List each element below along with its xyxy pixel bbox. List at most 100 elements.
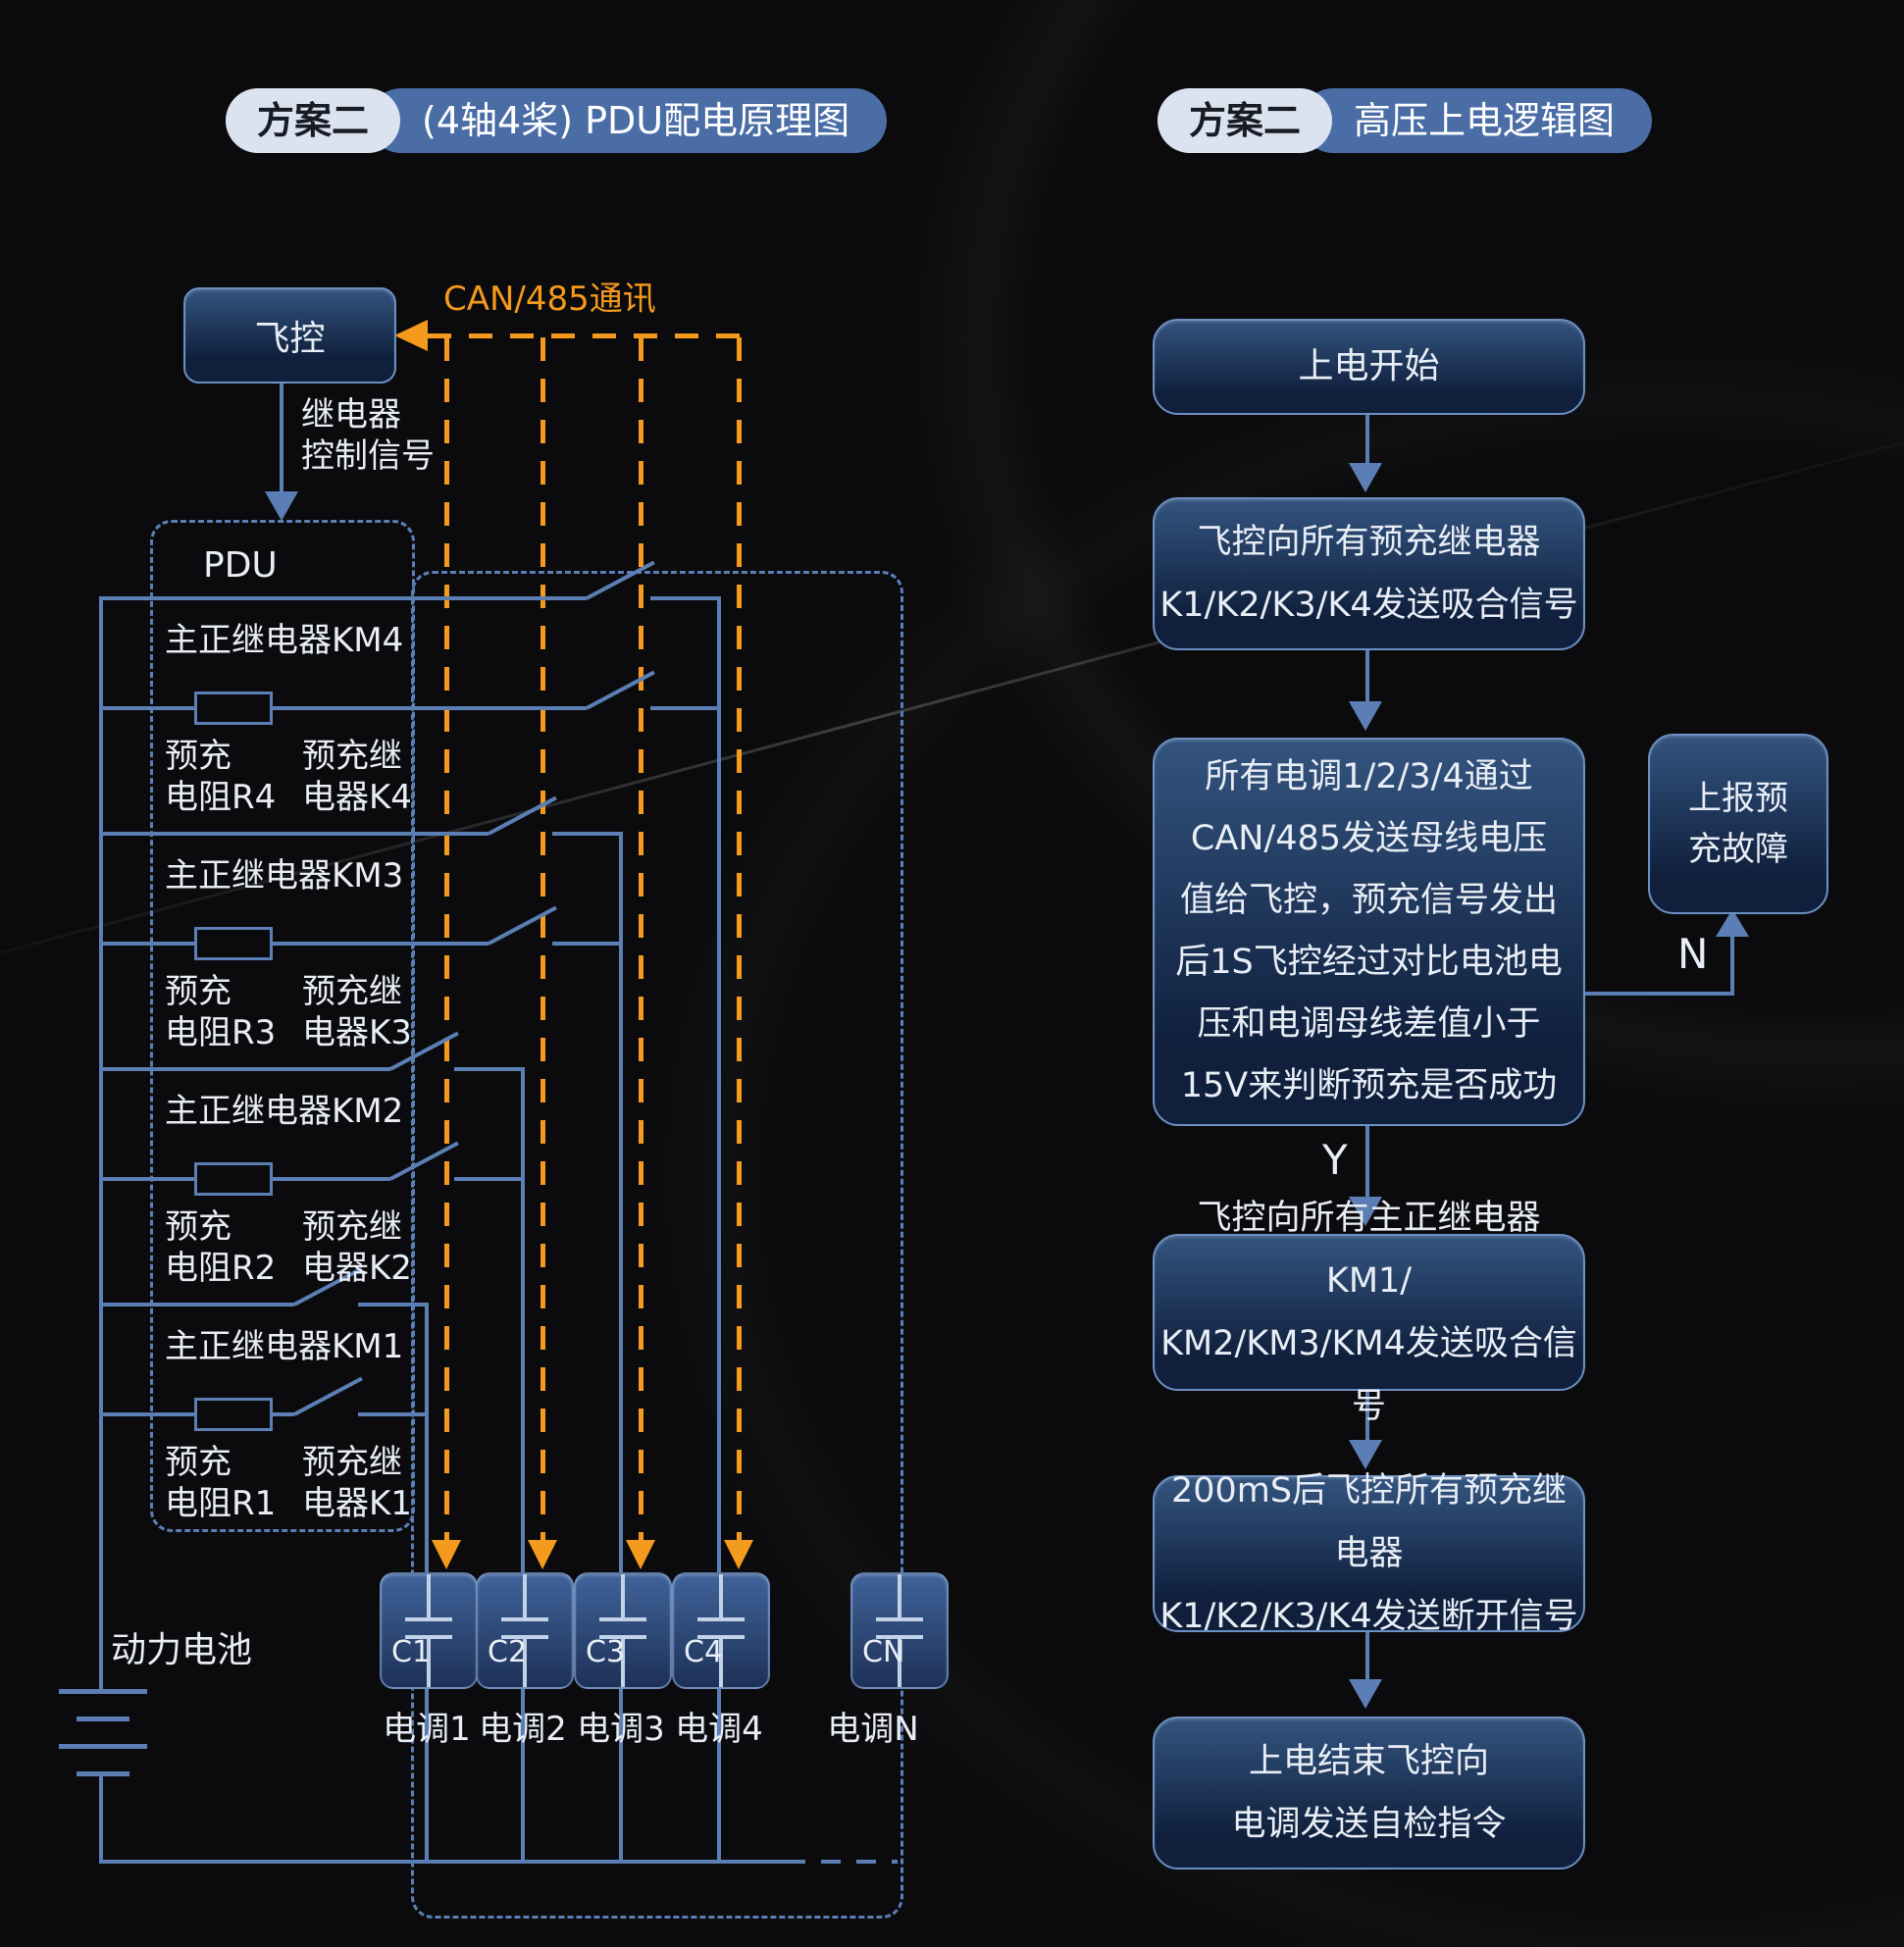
flow-step-text-line1: 所有电调1/2/3/4通过 — [1205, 757, 1533, 796]
flow-step-text: 上电开始 — [1298, 346, 1440, 386]
k3-label-line1: 预充继 — [302, 972, 402, 1011]
esc3-column-wire — [619, 832, 623, 1864]
r1-wire-out — [358, 1412, 429, 1416]
esc1-label: 电调1 — [383, 1710, 471, 1749]
battery-label: 动力电池 — [111, 1630, 253, 1670]
flow-step-report-precharge-fault: 上报预 充故障 — [1648, 734, 1828, 914]
can-line-esc3 — [639, 337, 643, 1540]
bottom-return-bus — [99, 1860, 786, 1864]
k1-label-line2: 电器K1 — [302, 1484, 412, 1523]
left-title-badge: 方案二 — [226, 88, 401, 153]
capacitor-plate-icon — [697, 1635, 745, 1639]
flow-step-text-line2: 电调发送自检指令 — [1231, 1805, 1507, 1844]
r4-resistor-icon — [194, 692, 273, 725]
r4-wire-mid — [273, 706, 587, 710]
k3-label: 预充继 电器K3 — [302, 971, 412, 1053]
flow-step-power-on-complete: 上电结束飞控向 电调发送自检指令 — [1153, 1716, 1585, 1870]
capacitor-lead-icon — [427, 1574, 431, 1617]
esc3-capacitor-box: C3 — [574, 1572, 672, 1689]
flow-step-text-line1: 200mS后飞控所有预充继电器 — [1170, 1471, 1568, 1573]
capacitor-plate-icon — [876, 1635, 923, 1639]
capacitor-lead-icon — [523, 1639, 527, 1687]
flow-step-text-line1: 飞控向所有主正继电器KM1/ — [1197, 1199, 1541, 1301]
right-title-text: 高压上电逻辑图 — [1301, 88, 1653, 153]
r4-label: 预充 电阻R4 — [165, 736, 276, 818]
capacitor-label: C2 — [488, 1635, 528, 1669]
can-arrow-down-icon-3 — [626, 1540, 655, 1569]
can-485-label: CAN/485通讯 — [443, 280, 656, 319]
capacitor-plate-icon — [876, 1617, 923, 1621]
km3-wire-out — [552, 832, 623, 836]
capacitor-label: C1 — [391, 1635, 432, 1669]
flow-step-text-line4: 后1S飞控经过对比电池电 — [1175, 943, 1563, 982]
pdu-label: PDU — [203, 545, 278, 586]
r3-label: 预充 电阻R3 — [165, 971, 276, 1053]
capacitor-lead-icon — [719, 1639, 723, 1687]
esc1-capacitor-box: C1 — [380, 1572, 478, 1689]
r4-wire-in — [101, 706, 194, 710]
bottom-return-bus-dashed — [786, 1860, 898, 1864]
r2-wire-in — [101, 1177, 194, 1181]
flow-step-precharge-check: 所有电调1/2/3/4通过 CAN/485发送母线电压 值给飞控，预充信号发出 … — [1153, 738, 1585, 1126]
fault-text-line1: 上报预 — [1688, 779, 1788, 818]
capacitor-lead-icon — [719, 1574, 723, 1617]
battery-plate-long-1 — [59, 1689, 147, 1694]
esc4-column-wire — [717, 596, 721, 1864]
r1-label-line1: 预充 — [165, 1443, 232, 1482]
capacitor-lead-icon — [898, 1574, 901, 1617]
flow-arrow-icon-1 — [1349, 463, 1382, 492]
battery-plate-long-2 — [59, 1744, 147, 1749]
capacitor-lead-icon — [621, 1639, 625, 1687]
left-title-text: (4轴4桨) PDU配电原理图 — [369, 88, 888, 153]
km2-label: 主正继电器KM2 — [165, 1092, 404, 1131]
r3-label-line2: 电阻R3 — [165, 1013, 277, 1052]
capacitor-plate-icon — [405, 1635, 452, 1639]
flow-no-label: N — [1677, 930, 1709, 978]
r2-label-line1: 预充 — [165, 1207, 232, 1247]
k4-label: 预充继 电器K4 — [302, 736, 412, 818]
km1-wire — [101, 1303, 294, 1307]
capacitor-lead-icon — [621, 1574, 625, 1617]
r3-wire-out — [552, 942, 623, 946]
can-arrow-down-icon-2 — [528, 1540, 557, 1569]
esc3-label: 电调3 — [577, 1710, 665, 1749]
relay-signal-label-line2: 控制信号 — [301, 436, 435, 476]
right-title: 方案二 高压上电逻辑图 — [1158, 88, 1653, 153]
esc2-capacitor-box: C2 — [476, 1572, 574, 1689]
k4-label-line2: 电器K4 — [302, 778, 412, 817]
flow-step-text-line1: 飞控向所有预充继电器 — [1197, 523, 1541, 562]
capacitor-lead-icon — [427, 1639, 431, 1687]
k1-label-line1: 预充继 — [302, 1443, 402, 1482]
r1-resistor-icon — [194, 1398, 273, 1431]
k2-label: 预充继 电器K2 — [302, 1206, 412, 1289]
km1-wire-out — [358, 1303, 429, 1307]
esc2-label: 电调2 — [479, 1710, 567, 1749]
flow-step-close-main-relays: 飞控向所有主正继电器KM1/ KM2/KM3/KM4发送吸合信号 — [1153, 1199, 1585, 1426]
r2-wire-mid — [273, 1177, 390, 1181]
flow-connector-3 — [1365, 1122, 1369, 1197]
flow-connector-2 — [1365, 646, 1369, 701]
flow-step-open-precharge-relays: 200mS后飞控所有预充继电器 K1/K2/K3/K4发送断开信号 — [1153, 1471, 1585, 1636]
capacitor-label: C4 — [684, 1635, 724, 1669]
flow-yes-label: Y — [1322, 1136, 1348, 1184]
flow-connector-5 — [1365, 1628, 1369, 1679]
km1-label: 主正继电器KM1 — [165, 1327, 404, 1366]
r3-label-line1: 预充 — [165, 972, 232, 1011]
k4-label-line1: 预充继 — [302, 737, 402, 776]
flow-arrow-icon-5 — [1349, 1679, 1382, 1709]
flight-controller-box: 飞控 — [183, 287, 396, 384]
fc-to-pdu-line — [280, 382, 283, 491]
km2-wire — [101, 1067, 390, 1071]
capacitor-label: CN — [862, 1635, 905, 1669]
r2-label-line2: 电阻R2 — [165, 1249, 277, 1288]
fc-to-pdu-arrow-icon — [265, 491, 298, 521]
r3-wire-mid — [273, 942, 489, 946]
flow-step-text-line2: CAN/485发送母线电压 — [1190, 819, 1548, 858]
k3-label-line2: 电器K3 — [302, 1013, 412, 1052]
flow-step-text-line3: 值给飞控，预充信号发出 — [1179, 881, 1558, 920]
r1-wire-mid — [273, 1412, 294, 1416]
flow-arrow-icon-3 — [1349, 1197, 1382, 1226]
fault-text-line2: 充故障 — [1688, 830, 1788, 869]
flow-no-branch-hline — [1581, 992, 1734, 996]
km4-wire — [101, 596, 587, 600]
